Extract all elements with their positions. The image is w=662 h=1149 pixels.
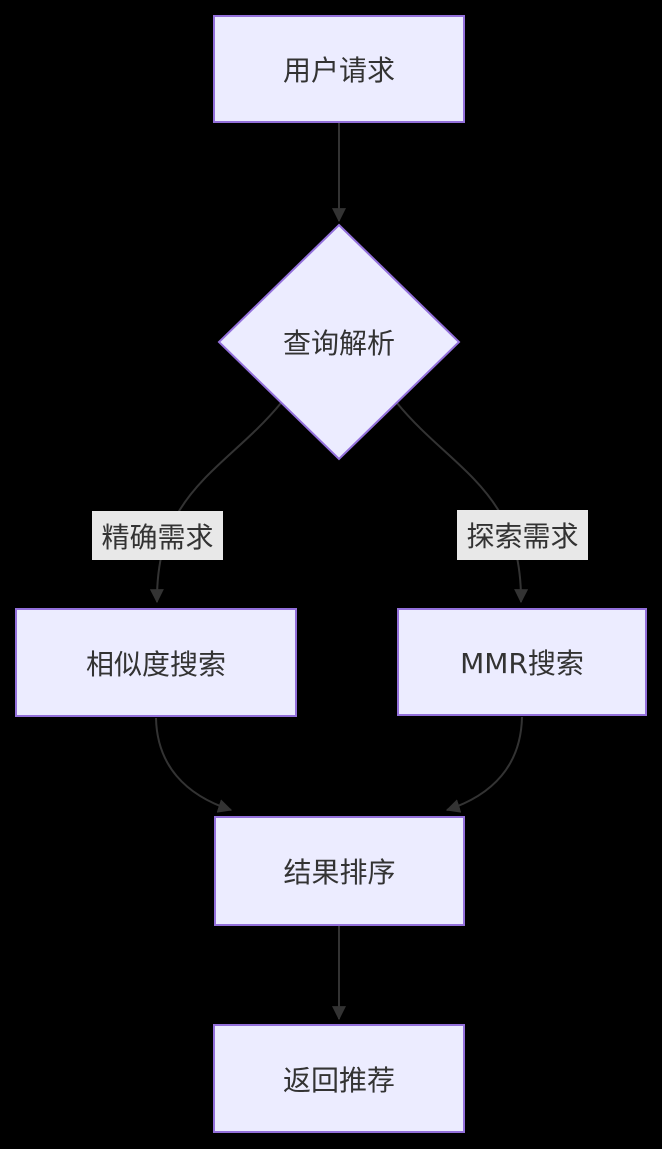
node-mmr-search-label: MMR搜索 <box>460 647 584 680</box>
node-result-ranking-label: 结果排序 <box>283 856 396 889</box>
node-similarity-search-label: 相似度搜索 <box>85 647 226 681</box>
node-similarity-search: 相似度搜索 <box>15 608 297 717</box>
edge-label-precise-demand: 精确需求 <box>92 511 223 560</box>
node-return-recommendation-label: 返回推荐 <box>282 1063 395 1097</box>
node-return-recommendation: 返回推荐 <box>213 1024 465 1133</box>
edge-label-exploration-demand: 探索需求 <box>457 510 588 560</box>
edge-query-parse-to-similarity-search <box>149 402 282 604</box>
edge-query-parse-to-mmr-search <box>396 402 529 604</box>
node-user-request: 用户请求 <box>213 15 465 123</box>
node-user-request-label: 用户请求 <box>282 54 395 87</box>
edge-mmr-search-to-result-ranking <box>445 716 523 813</box>
node-result-ranking: 结果排序 <box>214 816 465 926</box>
node-query-parse-label: 查询解析 <box>282 327 395 360</box>
edge-label-exploration-demand-text: 探索需求 <box>466 520 579 553</box>
node-mmr-search: MMR搜索 <box>397 608 647 716</box>
node-query-parse: 查询解析 <box>239 317 439 367</box>
decision-diamond-shape <box>217 223 461 461</box>
edge-label-precise-demand-text: 精确需求 <box>101 520 214 554</box>
edge-similarity-search-to-result-ranking <box>155 717 233 813</box>
